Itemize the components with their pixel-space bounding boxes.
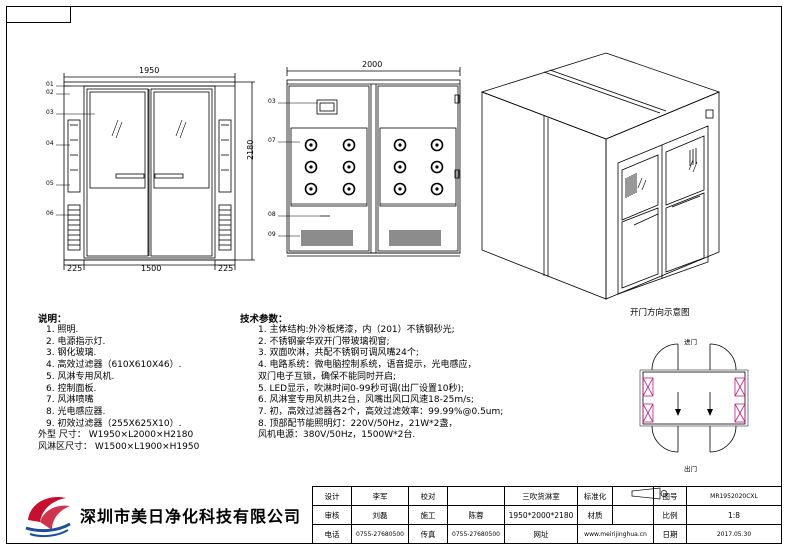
spec-item: 2. 不锈钢豪华双开门带玻璃视窗; — [258, 336, 390, 347]
fax-value: 0755-27680500 — [447, 524, 505, 544]
spec-item: 4. 电路系统：微电脑控制系统，语音提示，光电感应， — [258, 360, 477, 371]
date-value: 2017.05.30 — [686, 524, 782, 544]
design-label: 设计 — [312, 486, 352, 506]
material-value — [612, 505, 654, 525]
spec-item: 7. 初，高效过滤器各2个，高效过滤效率：99.99%@0.5um; — [258, 406, 504, 417]
product-size: 1950*2000*2180 — [504, 505, 578, 525]
check-label: 校对 — [408, 486, 448, 506]
build-value: 陈蓉 — [447, 505, 505, 525]
review-value: 刘磊 — [351, 505, 409, 525]
material-label: 材质 — [577, 505, 613, 525]
spec-list: 1. 主体结构:外冷板烤漆，内（201）不锈钢砂光; 2. 不锈钢豪华双开门带玻… — [258, 325, 503, 442]
review-label: 审核 — [312, 505, 352, 525]
callout-04: 04 — [46, 140, 54, 147]
iso-view — [480, 52, 721, 300]
door-plan — [639, 343, 749, 453]
callout-09: 09 — [268, 231, 276, 238]
front-height-dim: 2180 — [246, 139, 255, 160]
callout-07: 07 — [268, 137, 276, 144]
check-value — [447, 486, 505, 506]
front-dim-left: 225 — [67, 264, 83, 273]
title-block: 设计 李军 校对 三吹货淋室 标准化 图号 MR1952020CXL 审核 刘磊… — [312, 486, 782, 544]
std-label: 标准化 — [577, 486, 613, 506]
drawing-no-label: 图号 — [653, 486, 687, 506]
callout-02: 02 — [46, 89, 54, 96]
notes-title: 说明： — [38, 314, 67, 325]
web-label: 网址 — [504, 524, 578, 544]
front-width-dim: 1950 — [139, 66, 160, 75]
web-value: www.meirijinghua.cn — [577, 524, 654, 544]
drawing-no: MR1952020CXL — [686, 486, 782, 506]
drawing-frame — [6, 6, 782, 544]
spec-title: 技术参数： — [240, 314, 288, 325]
spec-item: 风机电源：380V/50Hz，1500W*2台. — [258, 430, 416, 441]
corner-tab — [6, 6, 71, 23]
design-value: 李军 — [351, 486, 409, 506]
plan-in-label: 进门 — [684, 338, 697, 346]
spec-item: 6. 风淋室专用风机共2台，风嘴出风口风速18-25m/s; — [258, 395, 474, 406]
callout-08: 08 — [268, 211, 276, 218]
front-dim-right: 225 — [218, 264, 234, 273]
company-name: 深圳市美日净化科技有限公司 — [80, 507, 302, 526]
product-name: 三吹货淋室 — [504, 486, 578, 506]
company-logo — [25, 496, 71, 538]
spec-item: 8. 顶部配节能照明灯：220V/50Hz，21W*2盏， — [258, 418, 458, 429]
notes-list: 1. 照明. 2. 电源指示灯. 3. 钢化玻璃. 4. 高效过滤器（610X6… — [38, 325, 199, 454]
callout-05: 05 — [46, 180, 54, 187]
note-item: 4. 高效过滤器（610X610X46）. — [46, 360, 182, 371]
fax-label: 传真 — [408, 524, 448, 544]
side-nozzles — [304, 138, 444, 196]
callout-01: 01 — [46, 81, 54, 88]
note-item: 3. 钢化玻璃. — [46, 348, 97, 359]
zone-size: 风淋区尺寸： W1500×L1900×H1950 — [38, 442, 200, 453]
iso-inner-panels — [625, 148, 697, 198]
plan-arrowheads — [675, 409, 713, 416]
front-view — [56, 73, 255, 270]
spec-item: 5. LED显示，吹淋时间0-99秒可调(出厂设置10秒); — [258, 383, 465, 394]
note-item: 5. 风淋专用风机. — [46, 371, 115, 382]
date-label: 日期 — [653, 524, 687, 544]
outer-size: 外型 尺寸： W1950×L2000×H2180 — [38, 430, 194, 441]
note-item: 7. 风淋喷嘴 — [46, 395, 94, 406]
callout-03: 03 — [46, 109, 54, 116]
side-vents — [301, 230, 441, 246]
spec-item: 双门电子互锁，确保不能同时开启; — [258, 371, 397, 382]
side-width-dim: 2000 — [362, 60, 383, 69]
plan-out-label: 出门 — [684, 465, 697, 473]
callout-06: 06 — [46, 210, 54, 217]
callout-side-03: 03 — [268, 98, 276, 105]
phone-value: 0755-27680500 — [351, 524, 409, 544]
note-item: 6. 控制面板. — [46, 383, 97, 394]
side-view — [278, 67, 461, 257]
spec-item: 3. 双面吹淋，共配不锈钢可调风嘴24个; — [258, 348, 419, 359]
phone-label: 电话 — [312, 524, 352, 544]
scale-value: 1:8 — [686, 505, 782, 525]
note-item: 8. 光电感应器. — [46, 406, 106, 417]
spec-item: 1. 主体结构:外冷板烤漆，内（201）不锈钢砂光; — [258, 325, 455, 335]
build-label: 施工 — [408, 505, 448, 525]
note-item: 1. 照明. — [46, 325, 79, 335]
front-dim-center: 1500 — [141, 264, 162, 273]
note-item: 2. 电源指示灯. — [46, 336, 106, 347]
scale-label: 比例 — [653, 505, 687, 525]
std-symbol — [612, 486, 654, 506]
note-item: 9. 初效过滤器（255X625X10）. — [46, 418, 182, 429]
iso-caption: 开门方向示意图 — [630, 308, 690, 318]
